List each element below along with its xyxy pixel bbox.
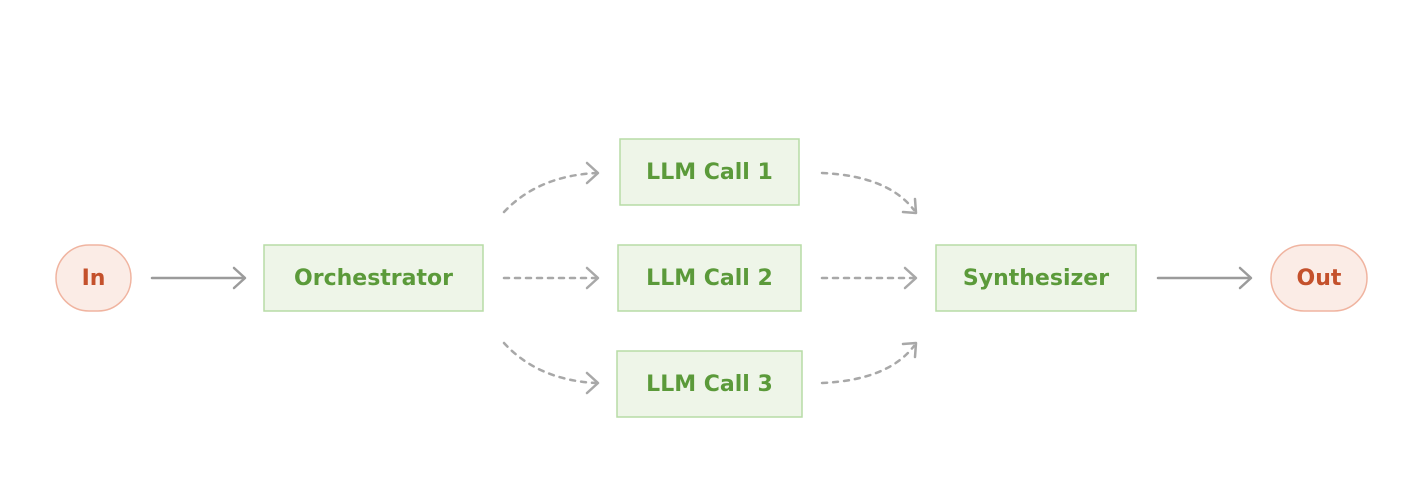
worker-node-3: LLM Call 3 bbox=[616, 350, 803, 418]
orchestrator-node-shape bbox=[263, 244, 484, 312]
arrow-llm-call-2-to-synthesizer bbox=[820, 266, 918, 290]
worker-node-1-shape bbox=[619, 138, 800, 206]
arrow-orchestrator-to-llm-call-1 bbox=[502, 161, 600, 214]
input-node: In bbox=[55, 244, 132, 312]
orchestrator-node: Orchestrator bbox=[263, 244, 484, 312]
output-node: Out bbox=[1270, 244, 1368, 312]
worker-node-1: LLM Call 1 bbox=[619, 138, 800, 206]
arrow-orchestrator-to-llm-call-2 bbox=[502, 266, 600, 290]
synthesizer-node-shape bbox=[935, 244, 1137, 312]
output-node-label: Out bbox=[1297, 266, 1342, 291]
worker-node-2-shape bbox=[617, 244, 802, 312]
worker-node-2-label: LLM Call 2 bbox=[646, 266, 773, 291]
worker-node-2: LLM Call 2 bbox=[617, 244, 802, 312]
input-node-shape bbox=[55, 244, 132, 312]
arrow-llm-call-1-to-synthesizer bbox=[820, 171, 918, 215]
arrow-input-to-orchestrator bbox=[150, 266, 247, 290]
worker-node-3-shape bbox=[616, 350, 803, 418]
synthesizer-node: Synthesizer bbox=[935, 244, 1137, 312]
output-node-shape bbox=[1270, 244, 1368, 312]
arrow-synthesizer-to-output bbox=[1156, 266, 1253, 290]
worker-node-3-label: LLM Call 3 bbox=[646, 372, 773, 397]
worker-node-1-label: LLM Call 1 bbox=[646, 160, 773, 185]
synthesizer-node-label: Synthesizer bbox=[963, 266, 1109, 291]
input-node-label: In bbox=[82, 266, 106, 291]
arrow-orchestrator-to-llm-call-3 bbox=[502, 341, 600, 395]
arrow-llm-call-3-to-synthesizer bbox=[820, 341, 918, 385]
orchestrator-node-label: Orchestrator bbox=[294, 266, 453, 291]
